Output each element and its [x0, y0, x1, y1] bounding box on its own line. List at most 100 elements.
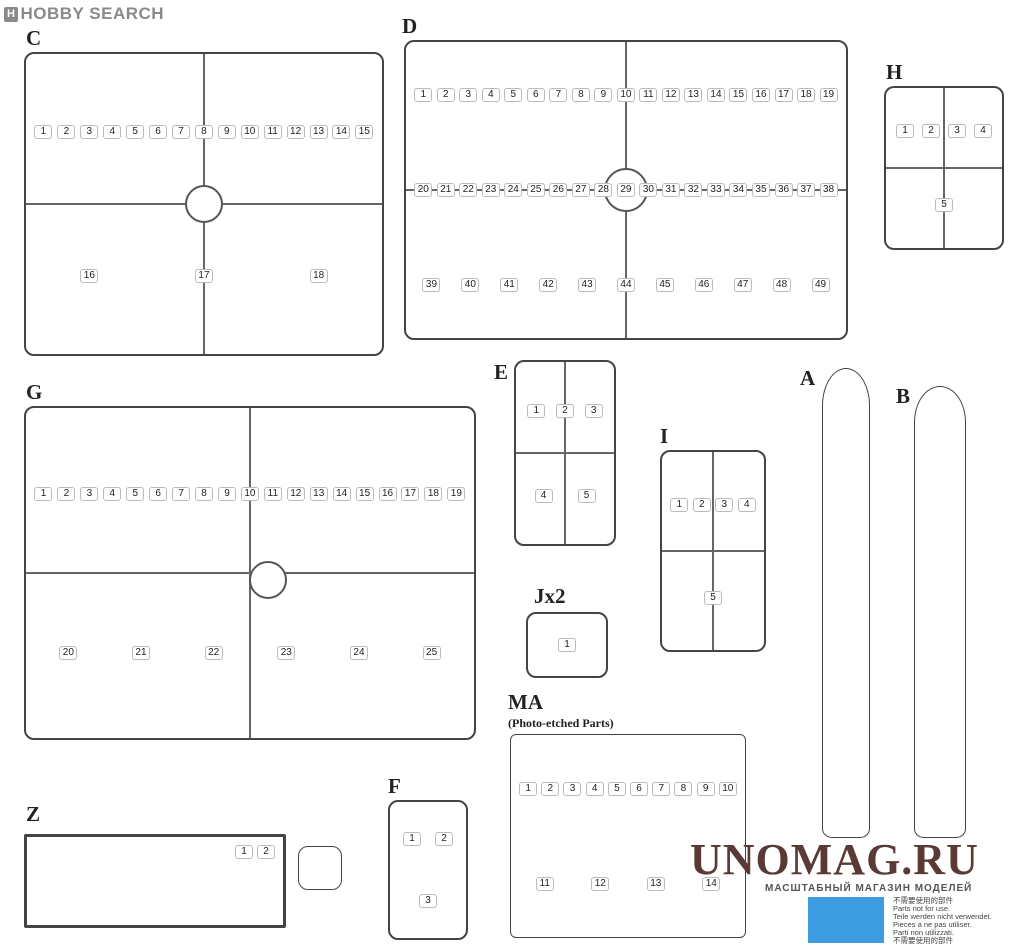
- part-number: 12: [661, 88, 680, 103]
- watermark-title: UNOMAG.RU: [690, 835, 979, 884]
- part-number: 1: [896, 124, 914, 138]
- part-number: 18: [424, 486, 443, 501]
- part-number: 15: [729, 88, 748, 103]
- part-number: 2: [57, 486, 76, 501]
- part-number: 7: [172, 486, 191, 501]
- part-number: 11: [263, 125, 282, 139]
- part-number: 6: [526, 88, 545, 103]
- part-number: 19: [447, 486, 466, 501]
- part-number: 9: [217, 486, 236, 501]
- part-number: 1: [558, 638, 576, 652]
- part-number: 37: [797, 182, 816, 197]
- part-number: 4: [737, 497, 756, 512]
- sprue-g-label: G: [26, 380, 43, 404]
- part-number: 2: [555, 403, 574, 418]
- part-number: 46: [694, 277, 713, 292]
- sprue-j-label: Jx2: [534, 584, 566, 608]
- part-number: 36: [774, 182, 793, 197]
- part-number: 34: [729, 182, 748, 197]
- part-number: 5: [704, 590, 722, 605]
- part-number: 9: [696, 781, 715, 796]
- part-number: 23: [277, 645, 296, 660]
- hull-part-b: [914, 386, 966, 838]
- part-number: 24: [349, 645, 368, 660]
- part-number: 8: [194, 125, 213, 139]
- part-number: 28: [594, 182, 613, 197]
- part-number: 9: [217, 125, 236, 139]
- part-number: 2: [435, 832, 453, 846]
- part-number: 10: [240, 486, 259, 501]
- part-number: 4: [103, 125, 122, 139]
- hull-a-label: A: [800, 366, 816, 390]
- part-number: 11: [639, 88, 658, 103]
- part-number: 42: [539, 277, 558, 292]
- part-number: 14: [332, 486, 351, 501]
- part-number: 19: [819, 88, 838, 103]
- part-number: 12: [286, 486, 305, 501]
- part-number: 1: [670, 497, 689, 512]
- watermark-subtitle: МАСШТАБНЫЙ МАГАЗИН МОДЕЛЕЙ: [765, 883, 973, 894]
- part-number: 39: [422, 277, 441, 292]
- part-number: 8: [674, 781, 693, 796]
- part-number: 2: [922, 124, 940, 138]
- sprue-f-label: F: [388, 774, 401, 798]
- part-number: 11: [535, 876, 554, 891]
- part-number: 1: [519, 781, 538, 796]
- part-number: 31: [661, 182, 680, 197]
- part-number: 2: [541, 781, 560, 796]
- part-number: 4: [534, 488, 553, 503]
- part-number: 1: [527, 403, 546, 418]
- part-number: 45: [655, 277, 674, 292]
- part-number: 5: [126, 486, 145, 501]
- sprue-z-label: Z: [26, 802, 41, 826]
- part-number: 27: [571, 182, 590, 197]
- part-number: 1: [414, 88, 433, 103]
- part-number: 3: [80, 125, 99, 139]
- part-number: 2: [57, 125, 76, 139]
- legend-line: Parti non utilizzati.: [893, 928, 954, 937]
- part-number: 43: [578, 277, 597, 292]
- part-number: 8: [195, 486, 214, 501]
- part-number: 29: [616, 182, 635, 197]
- part-number: 15: [355, 486, 374, 501]
- part-number: 4: [974, 124, 992, 138]
- part-number: 10: [718, 781, 737, 796]
- part-number: 30: [639, 182, 658, 197]
- sprue-e-label: E: [494, 360, 509, 384]
- unused-parts-legend: 不需要使用的部件 Parts not for use. Teile werden…: [893, 897, 992, 945]
- part-number: 20: [414, 182, 433, 197]
- part-number: 20: [59, 645, 78, 660]
- part-number: 17: [401, 486, 420, 501]
- part-number: 12: [286, 125, 305, 139]
- sprue-h-label: H: [886, 60, 903, 84]
- part-number: 26: [549, 182, 568, 197]
- part-number: 15: [355, 125, 374, 139]
- part-number: 2: [257, 845, 275, 859]
- part-number: 25: [422, 645, 441, 660]
- legend-line: 不需要使用的部件: [893, 896, 953, 905]
- sprue-i-label: I: [660, 424, 669, 448]
- part-number: 3: [948, 124, 966, 138]
- part-number: 33: [706, 182, 725, 197]
- sprue-ma-subtitle: (Photo-etched Parts): [508, 716, 614, 730]
- part-number: 1: [34, 125, 53, 139]
- legend-line: Pieces a ne pas utiliser.: [893, 920, 972, 929]
- part-number: 3: [419, 894, 437, 908]
- part-number: 32: [684, 182, 703, 197]
- part-number: 14: [706, 88, 725, 103]
- part-number: 22: [459, 182, 478, 197]
- part-number: 7: [171, 125, 190, 139]
- part-number: 7: [652, 781, 671, 796]
- part-number: 35: [751, 182, 770, 197]
- part-number: 17: [774, 88, 793, 103]
- sprue-z-small: [298, 846, 342, 890]
- part-number: 23: [481, 182, 500, 197]
- part-number: 4: [585, 781, 604, 796]
- part-number: 6: [149, 486, 168, 501]
